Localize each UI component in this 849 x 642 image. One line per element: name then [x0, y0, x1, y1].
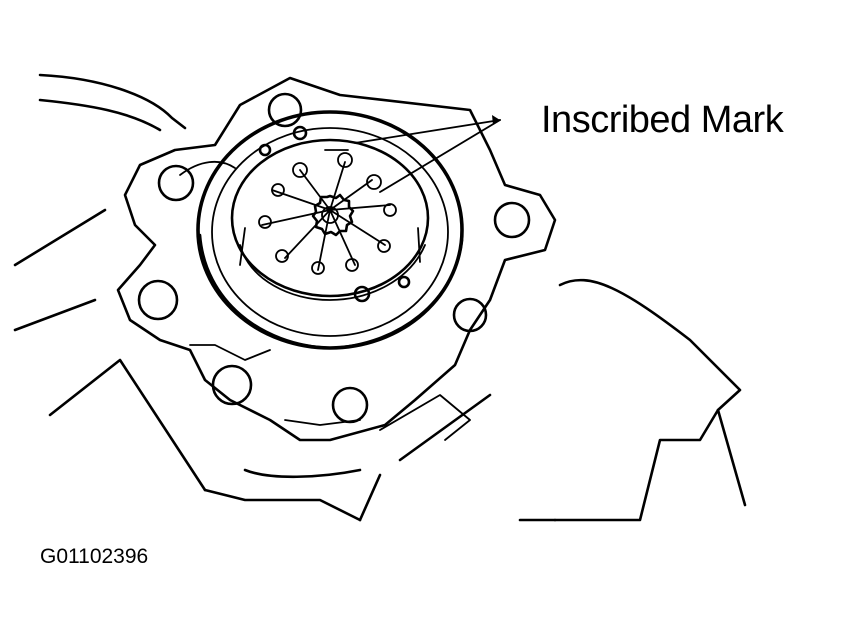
rotor-vanes [258, 152, 397, 275]
inscribed-mark-label: Inscribed Mark [541, 99, 784, 141]
mounting-flange [116, 76, 557, 442]
figure-code: G01102396 [40, 545, 149, 568]
bolt-holes [137, 92, 531, 424]
rotor-housing [230, 125, 430, 303]
callout-leaders [354, 115, 501, 193]
outer-ring [196, 110, 464, 350]
housing-outline [13, 73, 747, 522]
splined-shaft [311, 193, 355, 237]
